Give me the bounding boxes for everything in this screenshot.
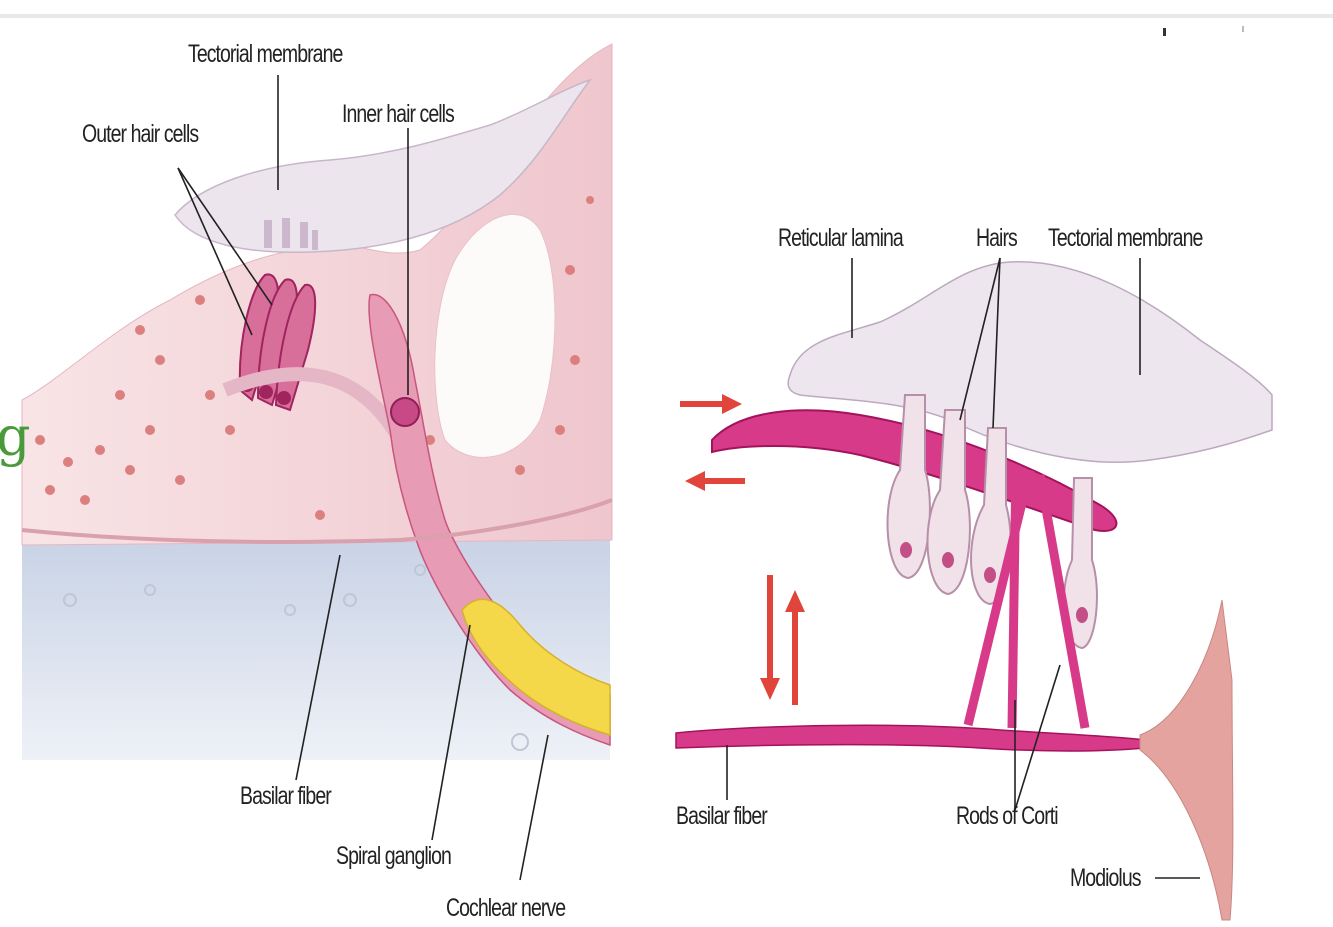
label-reticular-lamina: Reticular lamina — [778, 224, 903, 253]
basilar-membrane-right — [676, 725, 1145, 751]
left-panel-organ-of-corti — [22, 44, 612, 880]
edge-text-fragment: g — [0, 405, 31, 468]
label-inner-hair-cells: Inner hair cells — [342, 100, 454, 129]
inner-hair-cell-nucleus — [391, 398, 419, 426]
label-basilar-fiber-left: Basilar fiber — [240, 782, 331, 811]
corner-mark-faint — [1242, 26, 1244, 32]
corner-mark — [1163, 28, 1166, 36]
label-modiolus: Modiolus — [1070, 864, 1141, 893]
top-border — [0, 14, 1333, 18]
label-spiral-ganglion: Spiral ganglion — [336, 842, 451, 871]
label-cochlear-nerve: Cochlear nerve — [446, 894, 565, 923]
label-outer-hair-cells: Outer hair cells — [82, 120, 198, 149]
label-tectorial-membrane-left: Tectorial membrane — [188, 40, 342, 69]
label-tectorial-membrane-right: Tectorial membrane — [1048, 224, 1202, 253]
label-hairs: Hairs — [976, 224, 1017, 253]
label-basilar-fiber-right: Basilar fiber — [676, 802, 767, 831]
label-rods-of-corti: Rods of Corti — [956, 802, 1058, 831]
modiolus-shape — [1140, 600, 1233, 920]
right-panel-mechanics — [676, 26, 1272, 920]
